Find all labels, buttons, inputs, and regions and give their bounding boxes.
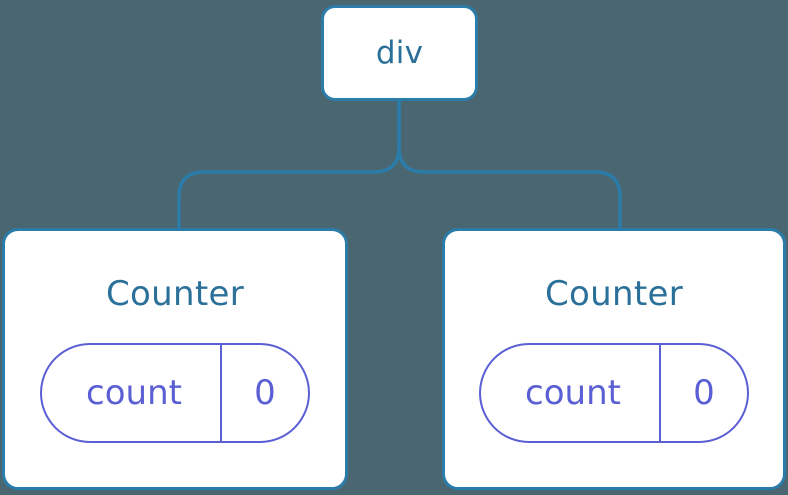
state-pill-counter-0[interactable]: count 0 bbox=[40, 343, 310, 443]
state-value-counter-1: 0 bbox=[659, 345, 747, 441]
edge-root-to-counter-1 bbox=[397, 100, 622, 229]
edge-root-to-counter-0 bbox=[177, 100, 401, 229]
node-counter-1[interactable]: Counter count 0 bbox=[442, 228, 786, 490]
state-value-counter-0: 0 bbox=[220, 345, 308, 441]
node-counter-0-label: Counter bbox=[106, 274, 244, 314]
state-pill-counter-1[interactable]: count 0 bbox=[479, 343, 749, 443]
node-div-label: div bbox=[375, 34, 424, 71]
state-key-counter-1: count bbox=[525, 373, 621, 413]
node-counter-0[interactable]: Counter count 0 bbox=[2, 228, 348, 490]
node-counter-1-label: Counter bbox=[545, 274, 683, 314]
node-div[interactable]: div bbox=[321, 5, 478, 101]
state-key-counter-0: count bbox=[86, 373, 182, 413]
